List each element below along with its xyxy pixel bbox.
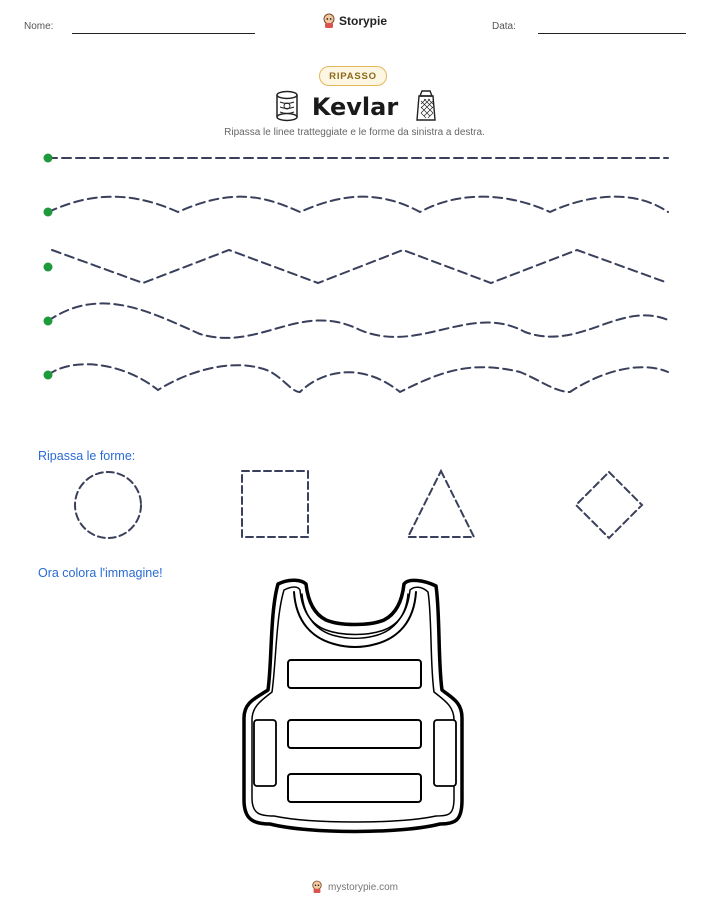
footer: mystorypie.com — [0, 880, 709, 894]
storypie-mascot-icon — [312, 880, 322, 893]
trace-shape-triangle[interactable] — [406, 468, 476, 538]
footer-site[interactable]: mystorypie.com — [327, 881, 398, 893]
start-dot — [43, 262, 53, 272]
review-badge: RIPASSO — [319, 66, 387, 86]
trace-line-deep-wave[interactable] — [47, 363, 669, 394]
name-line[interactable] — [72, 33, 255, 34]
instructions: Ripassa le linee tratteggiate e le forme… — [224, 127, 485, 138]
start-dot — [43, 316, 53, 326]
bulletproof-vest-picture[interactable] — [230, 572, 480, 842]
storypie-mascot-icon — [323, 13, 335, 28]
start-dot — [43, 207, 53, 217]
trace-line-wave[interactable] — [47, 302, 669, 339]
tracing-shapes — [74, 468, 644, 540]
brand-name: Storypie — [339, 14, 388, 28]
date-label: Data: — [492, 21, 516, 32]
shapes-section-label: Ripassa le forme: — [38, 449, 136, 463]
tracing-lines — [43, 153, 669, 394]
trace-shape-circle[interactable] — [74, 471, 142, 539]
worksheet-title: Kevlar — [311, 93, 399, 121]
trace-shape-square[interactable] — [241, 470, 309, 538]
date-line[interactable] — [538, 33, 686, 34]
trace-line-gentle-wave[interactable] — [47, 195, 669, 214]
fiber-spool-icon — [276, 90, 298, 122]
armor-plate-icon — [416, 90, 436, 121]
trace-line-zigzag[interactable] — [51, 248, 669, 285]
start-dot — [43, 153, 53, 163]
trace-shape-diamond[interactable] — [574, 470, 644, 540]
start-dot — [43, 370, 53, 380]
brand-logo: Storypie — [322, 13, 387, 29]
name-label: Nome: — [24, 21, 54, 32]
coloring-section-label: Ora colora l'immagine! — [38, 566, 163, 580]
